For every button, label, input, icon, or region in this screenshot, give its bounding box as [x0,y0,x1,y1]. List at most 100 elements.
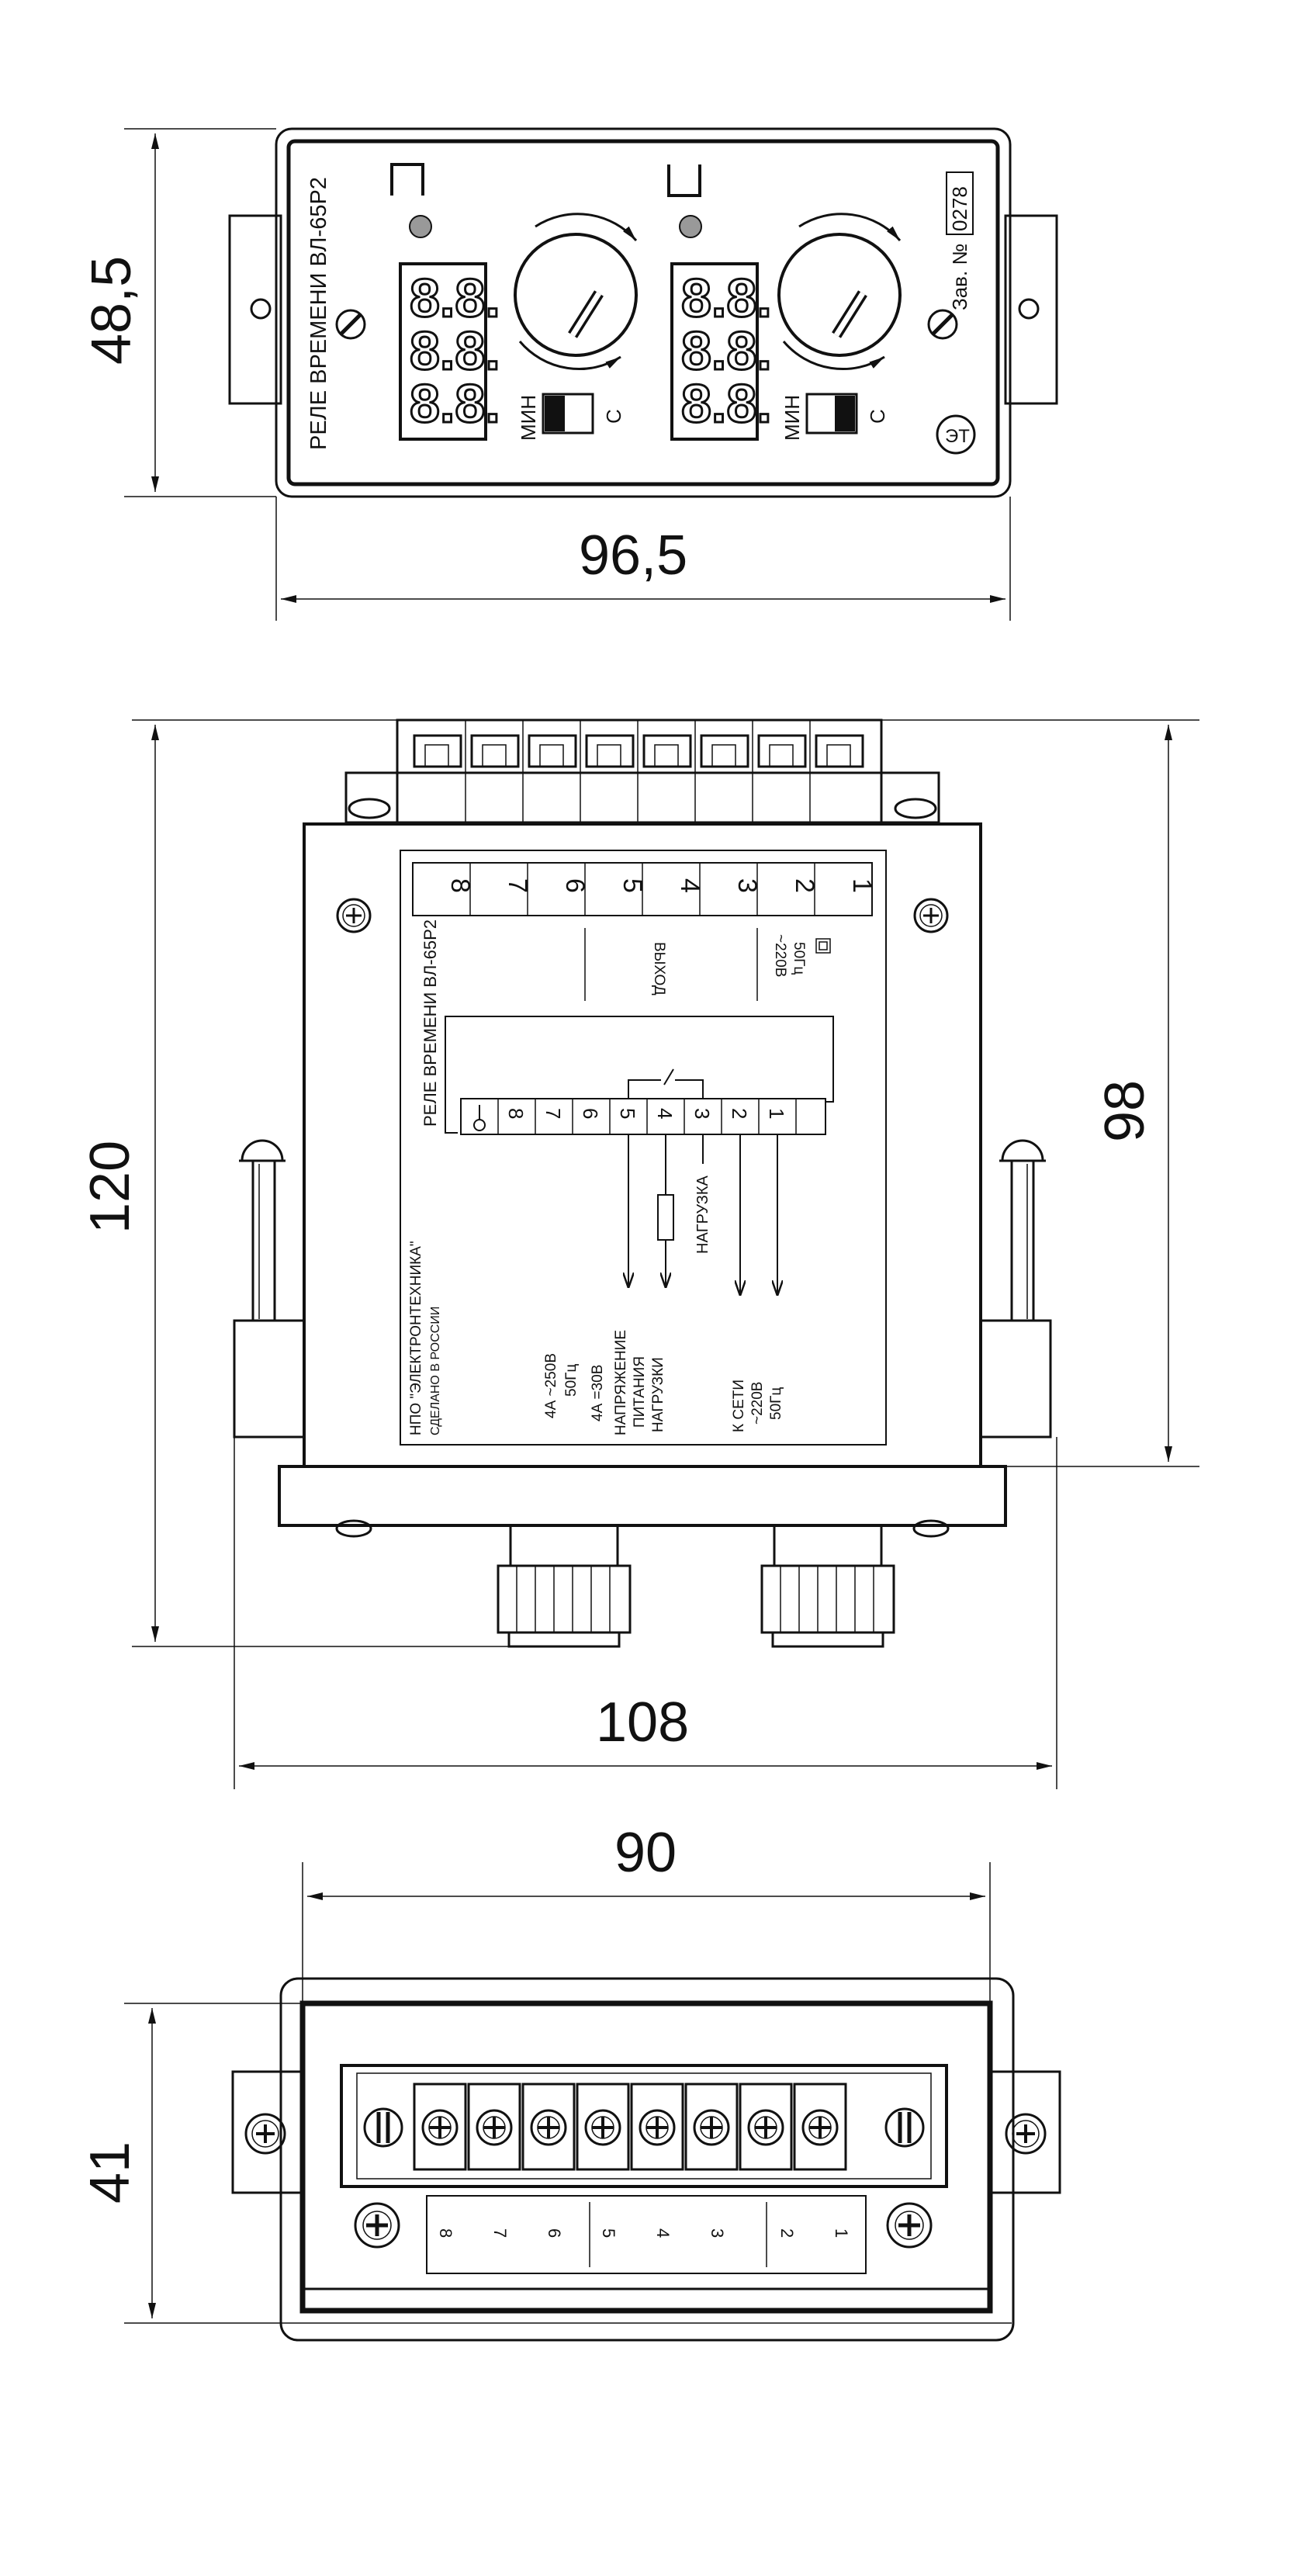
mains-line-1: К СЕТИ [731,1380,747,1432]
display-left-digits-3: 8.8. [410,373,500,434]
front-housing-outer [275,127,1012,498]
knob-shaft-left [497,1524,632,1648]
led-left [409,215,432,238]
load-voltage-line-1: НАПРЯЖЕНИЕ [613,1330,629,1435]
supply-label-1: ~220В [772,934,788,977]
svg-text:ЭТ: ЭТ [945,426,970,447]
terminal-inner-8: 8 [504,1108,528,1119]
relay-contact [628,1068,704,1099]
display-right-digits-2: 8.8. [681,320,772,381]
manufacturer-line-1: НПО "ЭЛЕКТРОНТЕХНИКА" [408,1241,424,1435]
dim-41-value: 41 [79,2141,141,2204]
dim-108-value: 108 [596,1691,689,1754]
led-right [679,215,702,238]
terminal-inner-1: 1 [765,1108,788,1119]
mode-sec-label-right: С [866,409,889,424]
logo-icon: ЭТ [936,414,976,455]
bottom-terminal-8: 8 [436,2228,455,2238]
mode-switch-left[interactable] [542,393,594,435]
top-terminal-strip [412,862,873,916]
terminal-block-top [396,718,883,824]
supply-label-2: 50Гц [791,942,807,975]
end-screw-right [884,2107,925,2148]
front-title: РЕЛЕ ВРЕМЕНИ ВЛ-65Р2 [306,177,331,450]
terminal-top-3: 3 [732,878,762,893]
bottom-housing-inner [299,2000,993,2314]
pulse-glyph-right [667,164,701,197]
relay-label: РЕЛЕ ВРЕМЕНИ ВЛ-65Р2 [421,919,440,1127]
load-voltage-line-2: ПИТАНИЯ [632,1356,648,1428]
bottom-terminal-2: 2 [777,2228,797,2238]
mode-min-label-left: МИН [517,395,540,441]
bottom-number-strip [426,2195,867,2274]
side-screw-left [336,898,372,933]
display-right-digits-1: 8.8. [681,268,772,328]
base-screw-left [335,1519,372,1538]
double-insulation-icon-inner [819,941,828,950]
bottom-terminal-strip-inner [356,2072,932,2180]
serial-box [946,171,974,235]
bottom-terminal-strip [340,2064,948,2188]
key-icon [473,1105,486,1131]
bottom-terminal-6: 6 [545,2228,564,2238]
terminal-block-base [344,771,940,824]
terminal-top-1: 1 [847,878,877,893]
double-insulation-icon [815,938,831,954]
rating-ac-line-2: 50Гц [563,1364,580,1397]
rating-dc: 4А =30В [590,1365,606,1421]
left-rail [233,1139,306,1439]
side-view: 8 7 6 5 4 3 2 1 ВЫХОД ~220В 50Гц РЕЛЕ ВР… [79,718,1199,1789]
terminal-top-2: 2 [790,878,819,893]
right-mount-ear [1004,214,1058,405]
mode-min-label-right: МИН [780,395,804,441]
right-rail [979,1139,1052,1439]
bottom-terminal-4: 4 [653,2228,673,2238]
screw-head-top-left [348,798,391,819]
terminal-inner-5: 5 [616,1108,639,1119]
rating-ac-line-1: 4А ~250В [543,1353,559,1418]
bottom-terminal-1: 1 [832,2228,851,2238]
display-left: 8.8. 8.8. 8.8. [399,262,501,441]
bottom-ear-screw-left [244,2113,286,2155]
load-resistor [657,1194,674,1241]
bottom-terminal-3: 3 [708,2228,727,2238]
knob-shaft-right [760,1524,895,1648]
bottom-view: 8 7 6 5 4 3 2 1 90 41 [79,1822,1061,2342]
bottom-screw-left [354,2202,400,2249]
base-screw-right [912,1519,950,1538]
display-right-digits-3: 8.8. [681,373,772,434]
serial-number: 0278 [948,186,971,231]
terminal-inner-6: 6 [579,1108,602,1119]
dim-90-value: 90 [614,1822,677,1884]
dim-120-value: 120 [79,1141,141,1234]
terminal-top-4: 4 [675,878,704,893]
left-mount-ear [228,214,282,405]
end-screw-left [363,2107,403,2148]
manufacturer-line-2: СДЕЛАНО В РОССИИ [429,1307,442,1435]
label-plate [400,850,887,1446]
pulse-glyph-left [390,163,424,196]
bottom-terminal-5: 5 [599,2228,618,2238]
bottom-terminal-7: 7 [490,2228,510,2238]
screw-head-top-right [894,798,937,819]
display-left-digits-1: 8.8. [410,268,500,328]
front-housing-inner [286,139,1000,486]
right-ear-hole [1018,298,1040,320]
side-screw-right [913,898,949,933]
terminal-screws [413,2083,847,2171]
load-voltage-line-3: НАГРУЗКИ [650,1357,666,1432]
relay-outline [445,1016,834,1134]
inner-terminal-strip [460,1098,826,1135]
mode-switch-right[interactable] [805,393,858,435]
mains-line-3: 50Гц [768,1387,784,1420]
display-left-digits-2: 8.8. [410,320,500,381]
display-right: 8.8. 8.8. 8.8. [670,262,773,441]
bottom-housing-outer [279,1977,1015,2342]
front-view: РЕЛЕ ВРЕМЕНИ ВЛ-65Р2 8.8. 8.8. 8.8. 8.8.… [81,127,1058,621]
knob-right[interactable] [777,213,902,371]
dim-height-value: 48,5 [81,256,143,365]
knob-left[interactable] [514,213,638,371]
terminal-clamps [413,720,864,822]
side-base-plate [278,1465,1007,1527]
